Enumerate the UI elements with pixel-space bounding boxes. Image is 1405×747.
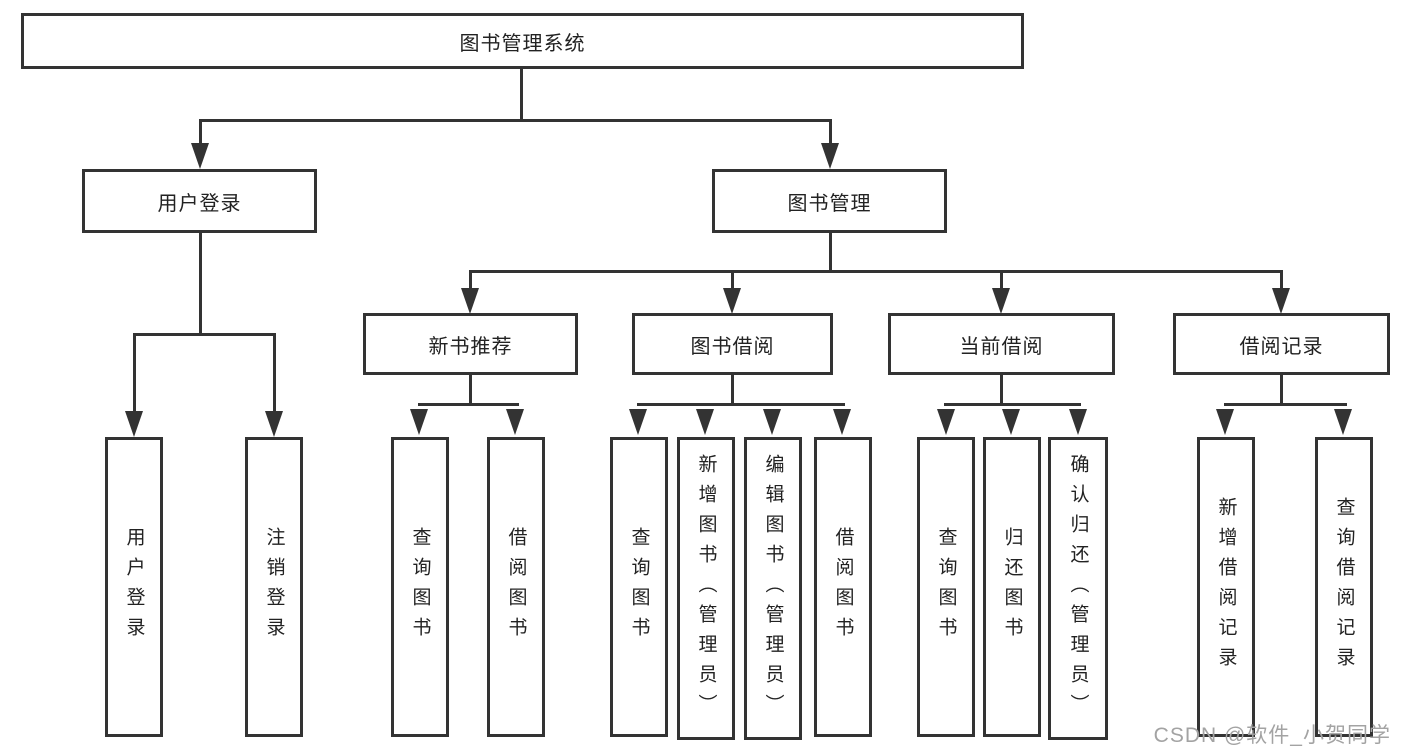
- node-query-books-3: 查询图书: [917, 437, 975, 737]
- edge-book-management-stub: [829, 233, 832, 272]
- node-label: 借阅图书: [832, 527, 854, 647]
- edge-new-book-recommend-stub: [469, 375, 472, 405]
- node-query-books-2: 查询图书: [610, 437, 668, 737]
- arrow-to-borrowing-records: [1272, 288, 1290, 314]
- node-book-management: 图书管理: [712, 169, 947, 233]
- node-label: 新增图书（管理员）: [695, 453, 717, 724]
- arrow-to-user-login: [191, 143, 209, 169]
- node-label: 注销登录: [263, 527, 285, 647]
- arrow-to-new-book-recommend: [461, 288, 479, 314]
- csdn-watermark: CSDN @软件_小贺同学: [1153, 724, 1391, 747]
- edge-borrowing-records-span: [1224, 403, 1347, 406]
- arrow-to-current-borrowing: [992, 288, 1010, 314]
- node-label: 借阅图书: [505, 527, 527, 647]
- node-label: 用户登录: [123, 527, 145, 647]
- arrow-to-add-books-admin: [696, 409, 714, 435]
- edge-drop-user-login: [199, 119, 202, 146]
- edge-level2-span: [199, 119, 832, 122]
- node-borrow-books-2: 借阅图书: [814, 437, 872, 737]
- edge-new-book-recommend-span: [418, 403, 519, 406]
- edge-book-borrowing-span: [637, 403, 845, 406]
- edge-user-login-stub: [199, 233, 202, 333]
- edge-level3-span: [469, 270, 1282, 273]
- arrow-to-logout-leaf: [265, 411, 283, 437]
- node-return-books: 归还图书: [983, 437, 1041, 737]
- node-borrow-books-1: 借阅图书: [487, 437, 545, 737]
- arrow-to-user-login-leaf: [125, 411, 143, 437]
- node-system: 图书管理系统: [21, 13, 1024, 69]
- arrow-to-query-books-2: [629, 409, 647, 435]
- edge-drop-current-borrowing: [1000, 270, 1003, 290]
- arrow-to-book-borrowing: [723, 288, 741, 314]
- node-logout-leaf: 注销登录: [245, 437, 303, 737]
- arrow-to-confirm-return-admin: [1069, 409, 1087, 435]
- node-label: 查询图书: [628, 527, 650, 647]
- node-confirm-return-admin: 确认归还（管理员）: [1048, 437, 1108, 740]
- arrow-to-add-borrow-record: [1216, 409, 1234, 435]
- edge-borrowing-records-stub: [1280, 375, 1283, 405]
- arrow-to-return-books: [1002, 409, 1020, 435]
- edge-current-borrowing-span: [944, 403, 1081, 406]
- node-user-login-leaf: 用户登录: [105, 437, 163, 737]
- node-edit-books-admin: 编辑图书（管理员）: [744, 437, 802, 740]
- node-label: 查询图书: [935, 527, 957, 647]
- edge-book-borrowing-stub: [731, 375, 734, 405]
- node-query-borrow-record: 查询借阅记录: [1315, 437, 1373, 737]
- arrow-to-edit-books-admin: [763, 409, 781, 435]
- arrow-to-borrow-books-1: [506, 409, 524, 435]
- node-label: 确认归还（管理员）: [1067, 453, 1089, 724]
- node-query-books-1: 查询图书: [391, 437, 449, 737]
- arrow-to-query-borrow-record: [1334, 409, 1352, 435]
- edge-drop-user-login-leaf: [133, 333, 136, 413]
- node-new-book-recommend: 新书推荐: [363, 313, 578, 375]
- node-current-borrowing: 当前借阅: [888, 313, 1115, 375]
- arrow-to-query-books-3: [937, 409, 955, 435]
- edge-drop-borrowing-records: [1280, 270, 1283, 290]
- edge-drop-book-management: [829, 119, 832, 146]
- edge-drop-book-borrowing: [731, 270, 734, 290]
- arrow-to-book-management: [821, 143, 839, 169]
- node-add-borrow-record: 新增借阅记录: [1197, 437, 1255, 737]
- edge-drop-new-book-recommend: [469, 270, 472, 290]
- node-label: 归还图书: [1001, 527, 1023, 647]
- edge-root-stub: [520, 69, 523, 122]
- arrow-to-borrow-books-2: [833, 409, 851, 435]
- edge-user-login-span: [133, 333, 276, 336]
- node-borrowing-records: 借阅记录: [1173, 313, 1390, 375]
- node-book-borrowing: 图书借阅: [632, 313, 833, 375]
- node-label: 查询图书: [409, 527, 431, 647]
- arrow-to-query-books-1: [410, 409, 428, 435]
- edge-drop-logout-leaf: [273, 333, 276, 413]
- node-label: 查询借阅记录: [1333, 497, 1355, 677]
- edge-current-borrowing-stub: [1000, 375, 1003, 405]
- node-add-books-admin: 新增图书（管理员）: [677, 437, 735, 740]
- node-label: 编辑图书（管理员）: [762, 453, 784, 724]
- node-label: 新增借阅记录: [1215, 497, 1237, 677]
- node-user-login: 用户登录: [82, 169, 317, 233]
